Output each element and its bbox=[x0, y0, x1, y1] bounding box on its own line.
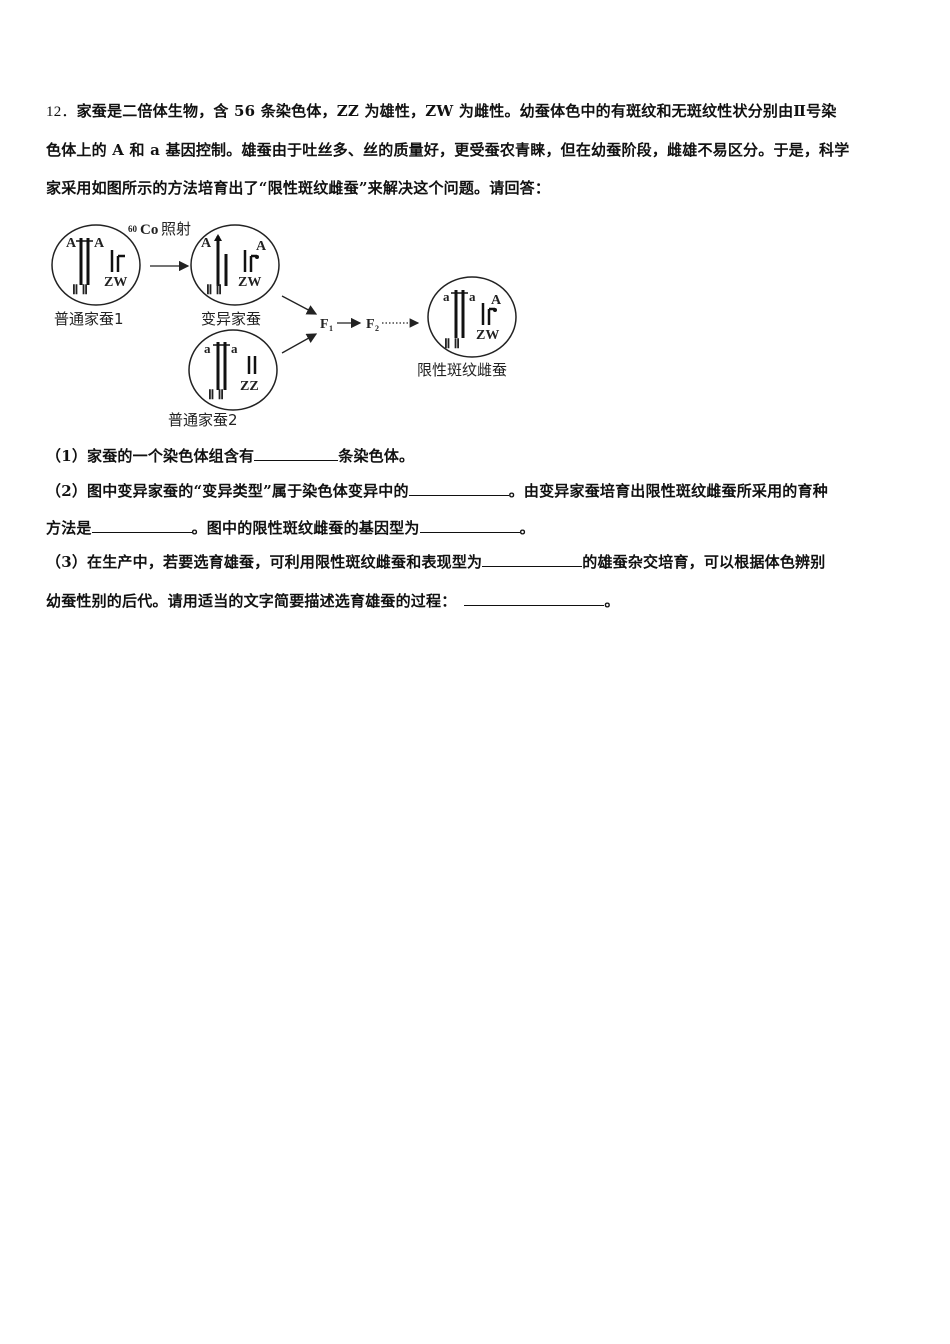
cell-mutant-silkworm: A A Ⅱ Ⅱ ZW 变异家蚕 bbox=[190, 224, 280, 328]
sub-question-3-line-2: 幼蚕性别的后代。请用适当的文字简要描述选育雄蚕的过程：。 bbox=[46, 589, 620, 611]
answer-blank-2c[interactable] bbox=[419, 516, 520, 533]
svg-text:Co: Co bbox=[140, 222, 158, 238]
answer-blank-3b[interactable] bbox=[464, 589, 605, 606]
svg-text:a: a bbox=[443, 289, 450, 304]
svg-text:限性斑纹雌蚕: 限性斑纹雌蚕 bbox=[417, 361, 507, 379]
svg-text:F: F bbox=[320, 317, 329, 332]
svg-text:变异家蚕: 变异家蚕 bbox=[201, 310, 261, 328]
svg-text:60: 60 bbox=[128, 224, 138, 234]
svg-text:ZZ: ZZ bbox=[240, 379, 259, 394]
cell-ordinary-silkworm-1: A A Ⅱ Ⅱ ZW 普通家蚕1 bbox=[51, 224, 141, 328]
svg-text:A: A bbox=[66, 236, 77, 251]
sub-question-2-line-1: （2）图中变异家蚕的“变异类型”属于染色体变异中的。由变异家蚕培育出限性斑纹雌蚕… bbox=[46, 479, 828, 501]
svg-text:2: 2 bbox=[375, 324, 379, 333]
svg-text:1: 1 bbox=[329, 324, 333, 333]
question-stem-line-2: 色体上的 A 和 a 基因控制。雄蚕由于吐丝多、丝的质量好，更受蚕农青睐，但在幼… bbox=[46, 141, 850, 159]
svg-text:ZW: ZW bbox=[238, 275, 261, 290]
svg-text:Ⅱ Ⅱ: Ⅱ Ⅱ bbox=[208, 387, 224, 402]
svg-text:a: a bbox=[204, 341, 211, 356]
question-stem-line-1: 12．家蚕是二倍体生物，含 56 条染色体，ZZ 为雄性，ZW 为雌性。幼蚕体色… bbox=[46, 102, 837, 120]
svg-text:F: F bbox=[366, 317, 375, 332]
answer-blank-1[interactable] bbox=[254, 444, 339, 461]
svg-text:Ⅱ Ⅱ: Ⅱ Ⅱ bbox=[444, 336, 460, 351]
svg-text:A: A bbox=[491, 293, 502, 308]
svg-text:Ⅱ Ⅱ: Ⅱ Ⅱ bbox=[206, 282, 222, 297]
svg-text:A: A bbox=[94, 236, 105, 251]
svg-text:Ⅱ Ⅱ: Ⅱ Ⅱ bbox=[72, 282, 88, 297]
svg-text:普通家蚕1: 普通家蚕1 bbox=[54, 310, 124, 328]
svg-text:照射: 照射 bbox=[161, 220, 191, 238]
sub-question-1: （1）家蚕的一个染色体组含有条染色体。 bbox=[46, 444, 414, 466]
svg-text:ZW: ZW bbox=[476, 328, 499, 343]
svg-text:ZW: ZW bbox=[104, 275, 127, 290]
answer-blank-3a[interactable] bbox=[482, 550, 583, 567]
answer-blank-2b[interactable] bbox=[91, 516, 192, 533]
cell-ordinary-silkworm-2: a a Ⅱ Ⅱ ZZ 普通家蚕2 bbox=[168, 329, 278, 429]
svg-text:普通家蚕2: 普通家蚕2 bbox=[168, 411, 238, 429]
chromosome-breeding-diagram: A A Ⅱ Ⅱ ZW 普通家蚕1 60 Co 照射 A bbox=[46, 210, 546, 435]
question-stem-line-3: 家采用如图所示的方法培育出了“限性斑纹雌蚕”来解决这个问题。请回答： bbox=[46, 179, 551, 197]
answer-blank-2a[interactable] bbox=[408, 479, 509, 496]
svg-text:A: A bbox=[256, 239, 267, 254]
svg-text:a: a bbox=[231, 341, 238, 356]
svg-text:a: a bbox=[469, 289, 476, 304]
sub-question-3-line-1: （3）在生产中，若要选育雄蚕，可利用限性斑纹雌蚕和表现型为的雄蚕杂交培育，可以根… bbox=[46, 550, 825, 572]
cell-sex-limited-striped-female: a a A Ⅱ Ⅱ ZW 限性斑纹雌蚕 bbox=[417, 276, 517, 379]
sub-question-2-line-2: 方法是。图中的限性斑纹雌蚕的基因型为。 bbox=[46, 516, 535, 538]
svg-text:A: A bbox=[201, 236, 212, 251]
question-number: 12． bbox=[46, 104, 77, 120]
